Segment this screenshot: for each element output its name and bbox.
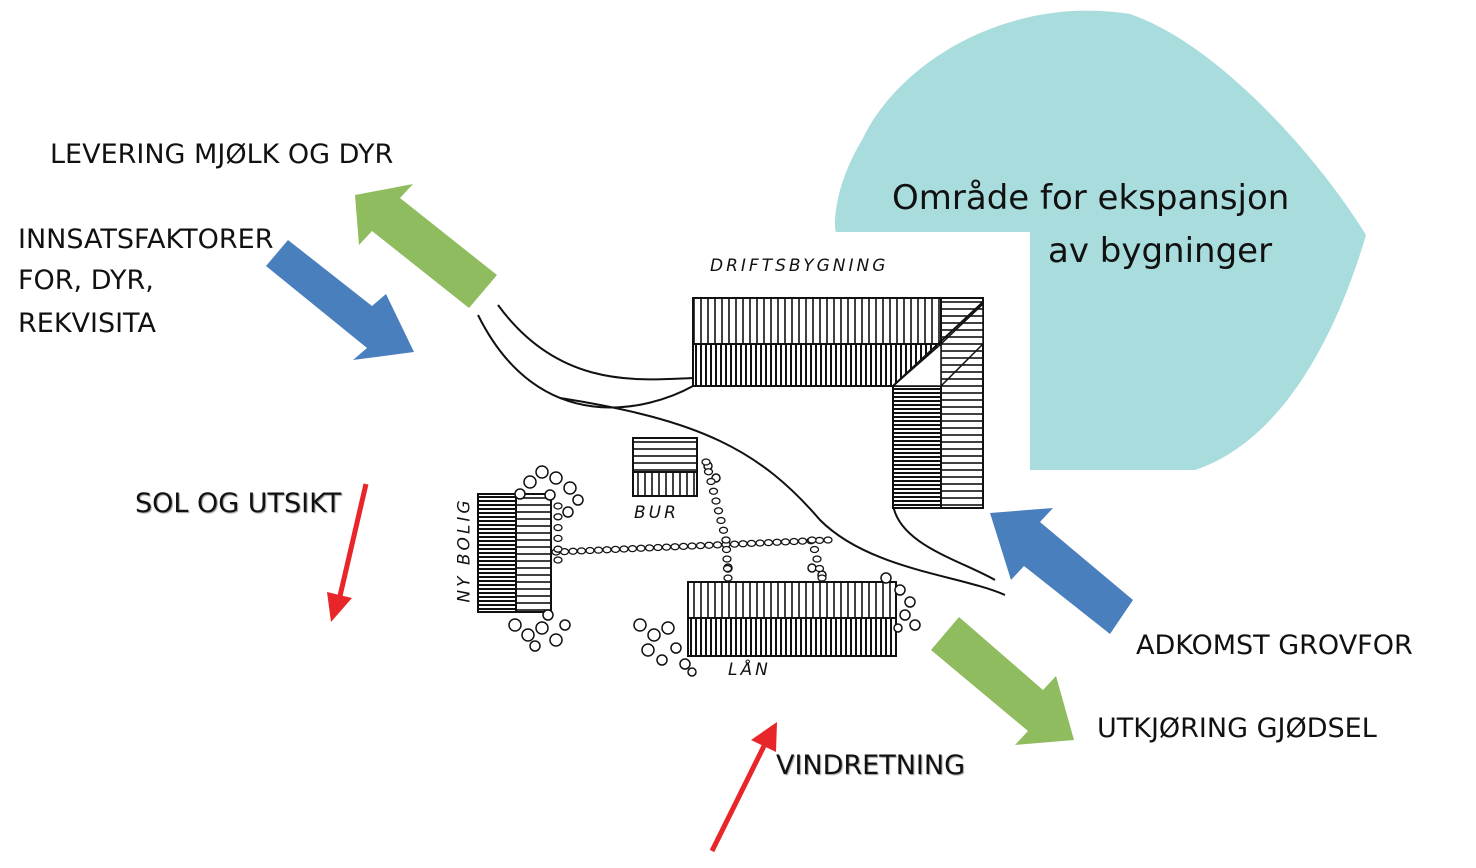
red-arrow-sol bbox=[327, 483, 369, 622]
red-arrow-vind bbox=[709, 722, 777, 853]
path-dot bbox=[789, 537, 799, 546]
path-dot bbox=[636, 544, 646, 552]
path-dot bbox=[716, 516, 726, 525]
path-dot bbox=[553, 545, 563, 553]
path-dot bbox=[823, 536, 833, 544]
path-dot bbox=[797, 537, 808, 545]
path-dot bbox=[619, 545, 629, 553]
path-dot bbox=[706, 477, 716, 486]
building-label-bur: BUR bbox=[634, 503, 679, 523]
path-dot bbox=[713, 507, 724, 515]
label-innsats-line2: FOR, DYR, bbox=[18, 265, 154, 296]
path-dot bbox=[568, 547, 578, 555]
path-dot bbox=[553, 534, 563, 543]
road-edge bbox=[892, 504, 996, 581]
path-dot bbox=[763, 538, 774, 547]
building-label-bolig: NY BOLIG bbox=[454, 497, 475, 603]
path-dot bbox=[738, 540, 748, 548]
path-dot bbox=[653, 543, 663, 552]
path-dot bbox=[585, 546, 595, 555]
label-innsats-line1: INNSATSFAKTORER bbox=[18, 224, 274, 255]
path-dot bbox=[755, 539, 765, 547]
dotted-paths bbox=[551, 458, 833, 582]
road-edge bbox=[497, 304, 694, 381]
path-dot bbox=[721, 536, 731, 544]
blue-arrow-innsats bbox=[266, 240, 414, 360]
path-dot bbox=[593, 546, 604, 554]
path-dot bbox=[661, 543, 672, 551]
label-sol: SOL OG UTSIKT bbox=[135, 488, 342, 519]
path-dot bbox=[722, 555, 732, 563]
road-edge bbox=[477, 314, 694, 409]
path-dot bbox=[711, 497, 721, 505]
building-label-drift: DRIFTSBYGNING bbox=[710, 256, 889, 276]
path-dot bbox=[553, 502, 563, 510]
label-utkjoring: UTKJØRING GJØDSEL bbox=[1097, 713, 1377, 744]
expansion-label-line1: Område for ekspansjon bbox=[892, 178, 1290, 218]
path-dot bbox=[576, 547, 587, 555]
path-dot bbox=[627, 544, 638, 553]
path-dot bbox=[553, 513, 563, 521]
bur-building bbox=[632, 437, 698, 497]
path-dot bbox=[610, 545, 621, 554]
label-vind: VINDRETNING bbox=[776, 750, 966, 781]
path-dot bbox=[701, 458, 711, 466]
path-dot bbox=[780, 538, 791, 546]
path-dot bbox=[723, 574, 733, 582]
path-dot bbox=[553, 556, 563, 564]
path-dot bbox=[721, 545, 732, 554]
path-dot bbox=[722, 564, 733, 573]
path-dot bbox=[718, 526, 729, 534]
path-dot bbox=[814, 536, 825, 545]
path-dot bbox=[746, 539, 757, 548]
expansion-area-shape bbox=[835, 10, 1366, 471]
green-arrow-levering bbox=[355, 184, 497, 308]
path-dot bbox=[695, 541, 706, 550]
path-dot bbox=[553, 523, 563, 532]
path-dot bbox=[644, 544, 655, 552]
path-dot bbox=[670, 543, 680, 551]
path-dot bbox=[812, 555, 822, 563]
path-dot bbox=[817, 574, 827, 582]
path-dot bbox=[772, 538, 782, 546]
label-adkomst: ADKOMST GROVFOR bbox=[1136, 630, 1413, 661]
path-dot bbox=[814, 564, 825, 573]
label-levering: LEVERING MJØLK OG DYR bbox=[50, 139, 394, 170]
path-dot bbox=[807, 536, 817, 544]
blue-arrow-adkomst bbox=[990, 508, 1133, 634]
laan-building bbox=[687, 581, 897, 657]
label-innsats-line3: REKVISITA bbox=[18, 308, 156, 339]
path-dot bbox=[712, 541, 723, 549]
driftsbygning-building bbox=[692, 297, 984, 509]
road-edge bbox=[559, 397, 1006, 596]
path-dot bbox=[602, 546, 612, 554]
path-dot bbox=[678, 542, 689, 551]
building-label-laan: LÅN bbox=[728, 660, 771, 680]
path-dot bbox=[703, 468, 714, 476]
path-dot bbox=[809, 545, 820, 554]
path-dot bbox=[729, 540, 740, 548]
expansion-label-line2: av bygninger bbox=[1048, 231, 1273, 271]
path-dot bbox=[708, 487, 719, 495]
path-dot bbox=[704, 541, 714, 549]
path-dot bbox=[687, 542, 697, 550]
ny-bolig-building bbox=[477, 493, 552, 613]
green-arrow-utkjoring bbox=[931, 617, 1074, 745]
